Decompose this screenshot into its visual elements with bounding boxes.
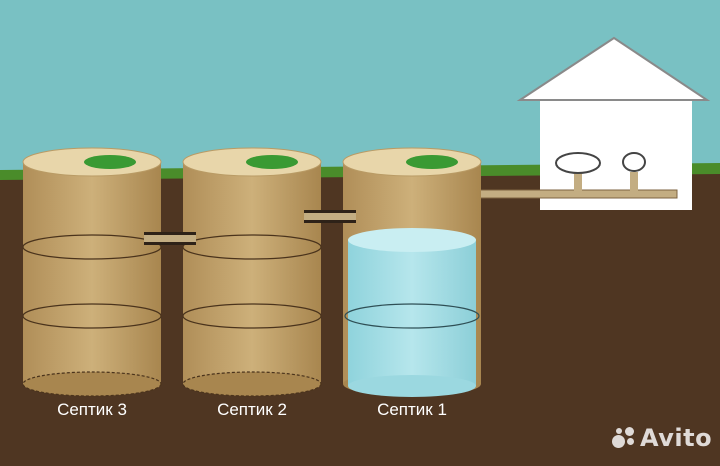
- ring-seam: [344, 303, 480, 329]
- ring-seam-bottom: [22, 371, 162, 397]
- water-bottom: [348, 375, 476, 397]
- sink-icon: [622, 152, 646, 172]
- ring-seam: [182, 234, 322, 260]
- ring-seam-bottom: [182, 371, 322, 397]
- avito-logo-icon: [612, 427, 638, 449]
- pipe-tank1-to-tank2: [304, 210, 356, 223]
- tank-bottom: [183, 372, 321, 396]
- tank-bottom: [23, 372, 161, 396]
- house: [464, 36, 711, 210]
- tank-septic-2: [182, 147, 322, 397]
- tank-body: [23, 162, 161, 384]
- water-surface: [348, 228, 476, 252]
- lid-icon: [246, 155, 298, 169]
- toilet-icon: [555, 152, 601, 174]
- avito-watermark: Avito: [612, 424, 712, 452]
- sink-stem: [630, 172, 638, 194]
- tank-label-septic-1: Септик 1: [377, 400, 447, 419]
- tank-body: [183, 162, 321, 384]
- water-body: [348, 240, 476, 386]
- ring-seam: [22, 303, 162, 329]
- pipe-tank2-to-tank3: [144, 232, 196, 245]
- ring-seam: [22, 234, 162, 260]
- tank-septic-3: [22, 147, 162, 397]
- ring-seam: [182, 303, 322, 329]
- lid-icon: [406, 155, 458, 169]
- house-drain-pipe: [464, 189, 678, 199]
- tank-label-septic-3: Септик 3: [57, 400, 127, 419]
- tank-label-septic-2: Септик 2: [217, 400, 287, 419]
- tank-septic-1: [342, 147, 482, 397]
- toilet-stem: [574, 172, 582, 194]
- lid-icon: [84, 155, 136, 169]
- watermark-text: Avito: [640, 424, 713, 452]
